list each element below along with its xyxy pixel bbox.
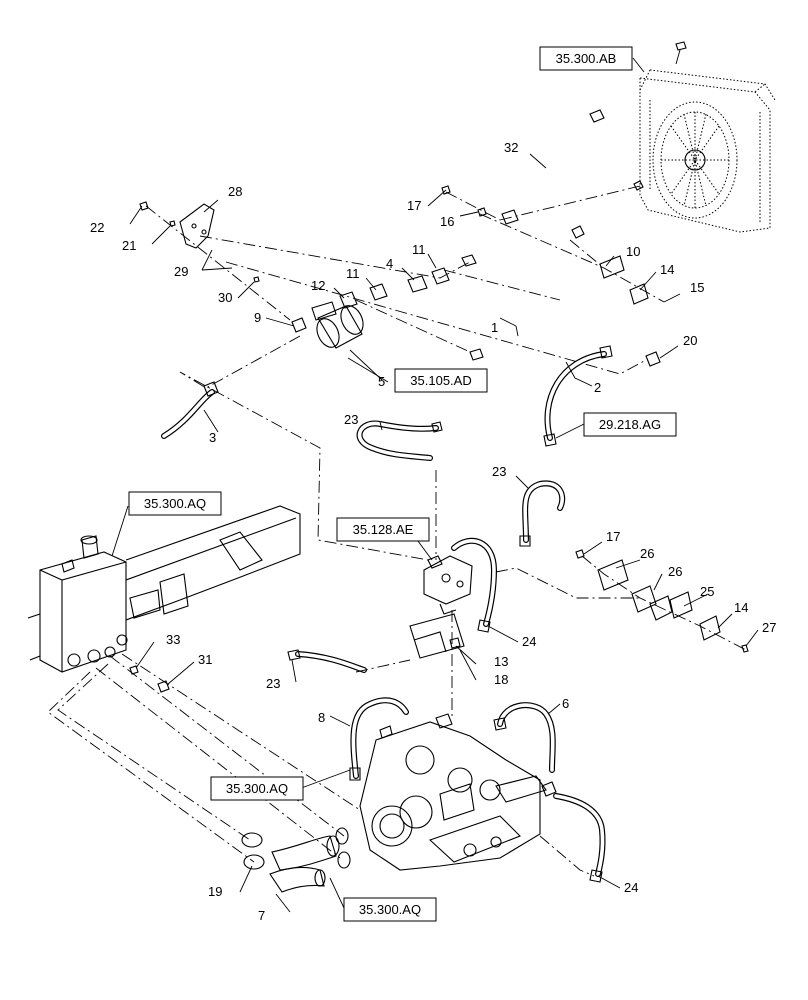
callout-14b: 14 bbox=[734, 600, 748, 615]
callout-33: 33 bbox=[166, 632, 180, 647]
ref-label: 35.300.AQ bbox=[359, 902, 421, 917]
callout-29: 29 bbox=[174, 264, 188, 279]
assembly-line-mid bbox=[495, 567, 640, 599]
ref-box-radiator[interactable]: 35.300.AB bbox=[539, 46, 633, 71]
hose-6 bbox=[493, 702, 556, 773]
callout-numbers: 1 2 3 4 5 6 7 8 9 10 11 11 12 13 14 14 1… bbox=[90, 140, 776, 923]
callout-11a: 11 bbox=[346, 266, 360, 281]
callout-5: 5 bbox=[378, 374, 385, 389]
ref-box-hose-8[interactable]: 35.300.AQ bbox=[210, 776, 304, 801]
callout-8: 8 bbox=[318, 710, 325, 725]
ref-label: 35.300.AQ bbox=[144, 496, 206, 511]
ref-label: 35.300.AB bbox=[556, 51, 617, 66]
callout-11b: 11 bbox=[412, 242, 426, 257]
radiator-assembly bbox=[633, 41, 776, 233]
hose-24-mid bbox=[451, 537, 498, 633]
callout-16: 16 bbox=[440, 214, 454, 229]
assembly-lines-bottom bbox=[47, 653, 361, 863]
ref-label: 29.218.AG bbox=[599, 417, 661, 432]
callout-10: 10 bbox=[626, 244, 640, 259]
callout-2: 2 bbox=[594, 380, 601, 395]
ref-label: 35.105.AD bbox=[410, 373, 471, 388]
callout-20: 20 bbox=[683, 333, 697, 348]
valve-block bbox=[423, 555, 473, 615]
ref-box-valve[interactable]: 35.128.AE bbox=[336, 517, 430, 542]
callout-13: 13 bbox=[494, 654, 508, 669]
frame-rail bbox=[27, 505, 301, 661]
callout-24b: 24 bbox=[624, 880, 638, 895]
callout-7: 7 bbox=[258, 908, 265, 923]
clamp-block bbox=[501, 209, 519, 225]
callout-23b: 23 bbox=[492, 464, 506, 479]
filter-assembly bbox=[291, 301, 364, 349]
callout-12: 12 bbox=[311, 278, 325, 293]
callout-9: 9 bbox=[254, 310, 261, 325]
callout-23a: 23 bbox=[344, 412, 358, 427]
bracket-13 bbox=[409, 613, 465, 659]
pump-assembly bbox=[359, 713, 557, 871]
callout-31: 31 bbox=[198, 652, 212, 667]
hose-3 bbox=[161, 381, 219, 439]
callout-14a: 14 bbox=[660, 262, 674, 277]
callout-17a: 17 bbox=[407, 198, 421, 213]
steel-line-32 bbox=[461, 109, 605, 267]
callout-23c: 23 bbox=[266, 676, 280, 691]
callout-18: 18 bbox=[494, 672, 508, 687]
plug-31 bbox=[157, 680, 170, 693]
callout-24a: 24 bbox=[522, 634, 536, 649]
hose-23-top bbox=[356, 420, 443, 461]
ref-label: 35.128.AE bbox=[353, 522, 414, 537]
callout-30: 30 bbox=[218, 290, 232, 305]
callout-26a: 26 bbox=[640, 546, 654, 561]
callout-15: 15 bbox=[690, 280, 704, 295]
clamp-set-right bbox=[575, 255, 749, 653]
hose-2 bbox=[543, 345, 613, 447]
callout-32: 32 bbox=[504, 140, 518, 155]
leader-lines bbox=[111, 57, 759, 913]
steel-line-1 bbox=[469, 225, 585, 361]
hose-23-right bbox=[519, 480, 566, 547]
ref-box-suction[interactable]: 35.300.AQ bbox=[343, 897, 437, 922]
callout-6: 6 bbox=[562, 696, 569, 711]
ref-label: 35.300.AQ bbox=[226, 781, 288, 796]
callout-17b: 17 bbox=[606, 529, 620, 544]
callout-27: 27 bbox=[762, 620, 776, 635]
fittings bbox=[339, 185, 661, 367]
assembly-line-lower-right bbox=[539, 835, 595, 877]
callout-19: 19 bbox=[208, 884, 222, 899]
hose-24-lower bbox=[553, 793, 606, 883]
callout-22: 22 bbox=[90, 220, 104, 235]
callout-21: 21 bbox=[122, 238, 136, 253]
suction-hose bbox=[241, 827, 351, 893]
assembly-line-right bbox=[581, 555, 747, 651]
hose-23-lower bbox=[287, 649, 367, 673]
callout-4: 4 bbox=[386, 256, 393, 271]
reference-boxes: 35.300.AB 35.105.AD 29.218.AG 35.300.AQ … bbox=[128, 46, 677, 922]
hydraulic-tank bbox=[39, 535, 128, 673]
callout-1: 1 bbox=[491, 320, 498, 335]
callout-28: 28 bbox=[228, 184, 242, 199]
assembly-lines-top bbox=[145, 185, 665, 561]
callout-25: 25 bbox=[700, 584, 714, 599]
hose-8 bbox=[349, 697, 409, 781]
bracket-28 bbox=[139, 201, 260, 283]
ref-box-filter[interactable]: 35.105.AD bbox=[394, 368, 488, 393]
ref-box-hose-2[interactable]: 29.218.AG bbox=[583, 412, 677, 437]
assembly-line-center bbox=[355, 470, 453, 720]
callout-26b: 26 bbox=[668, 564, 682, 579]
callout-3: 3 bbox=[209, 430, 216, 445]
ref-box-tank[interactable]: 35.300.AQ bbox=[128, 491, 222, 516]
